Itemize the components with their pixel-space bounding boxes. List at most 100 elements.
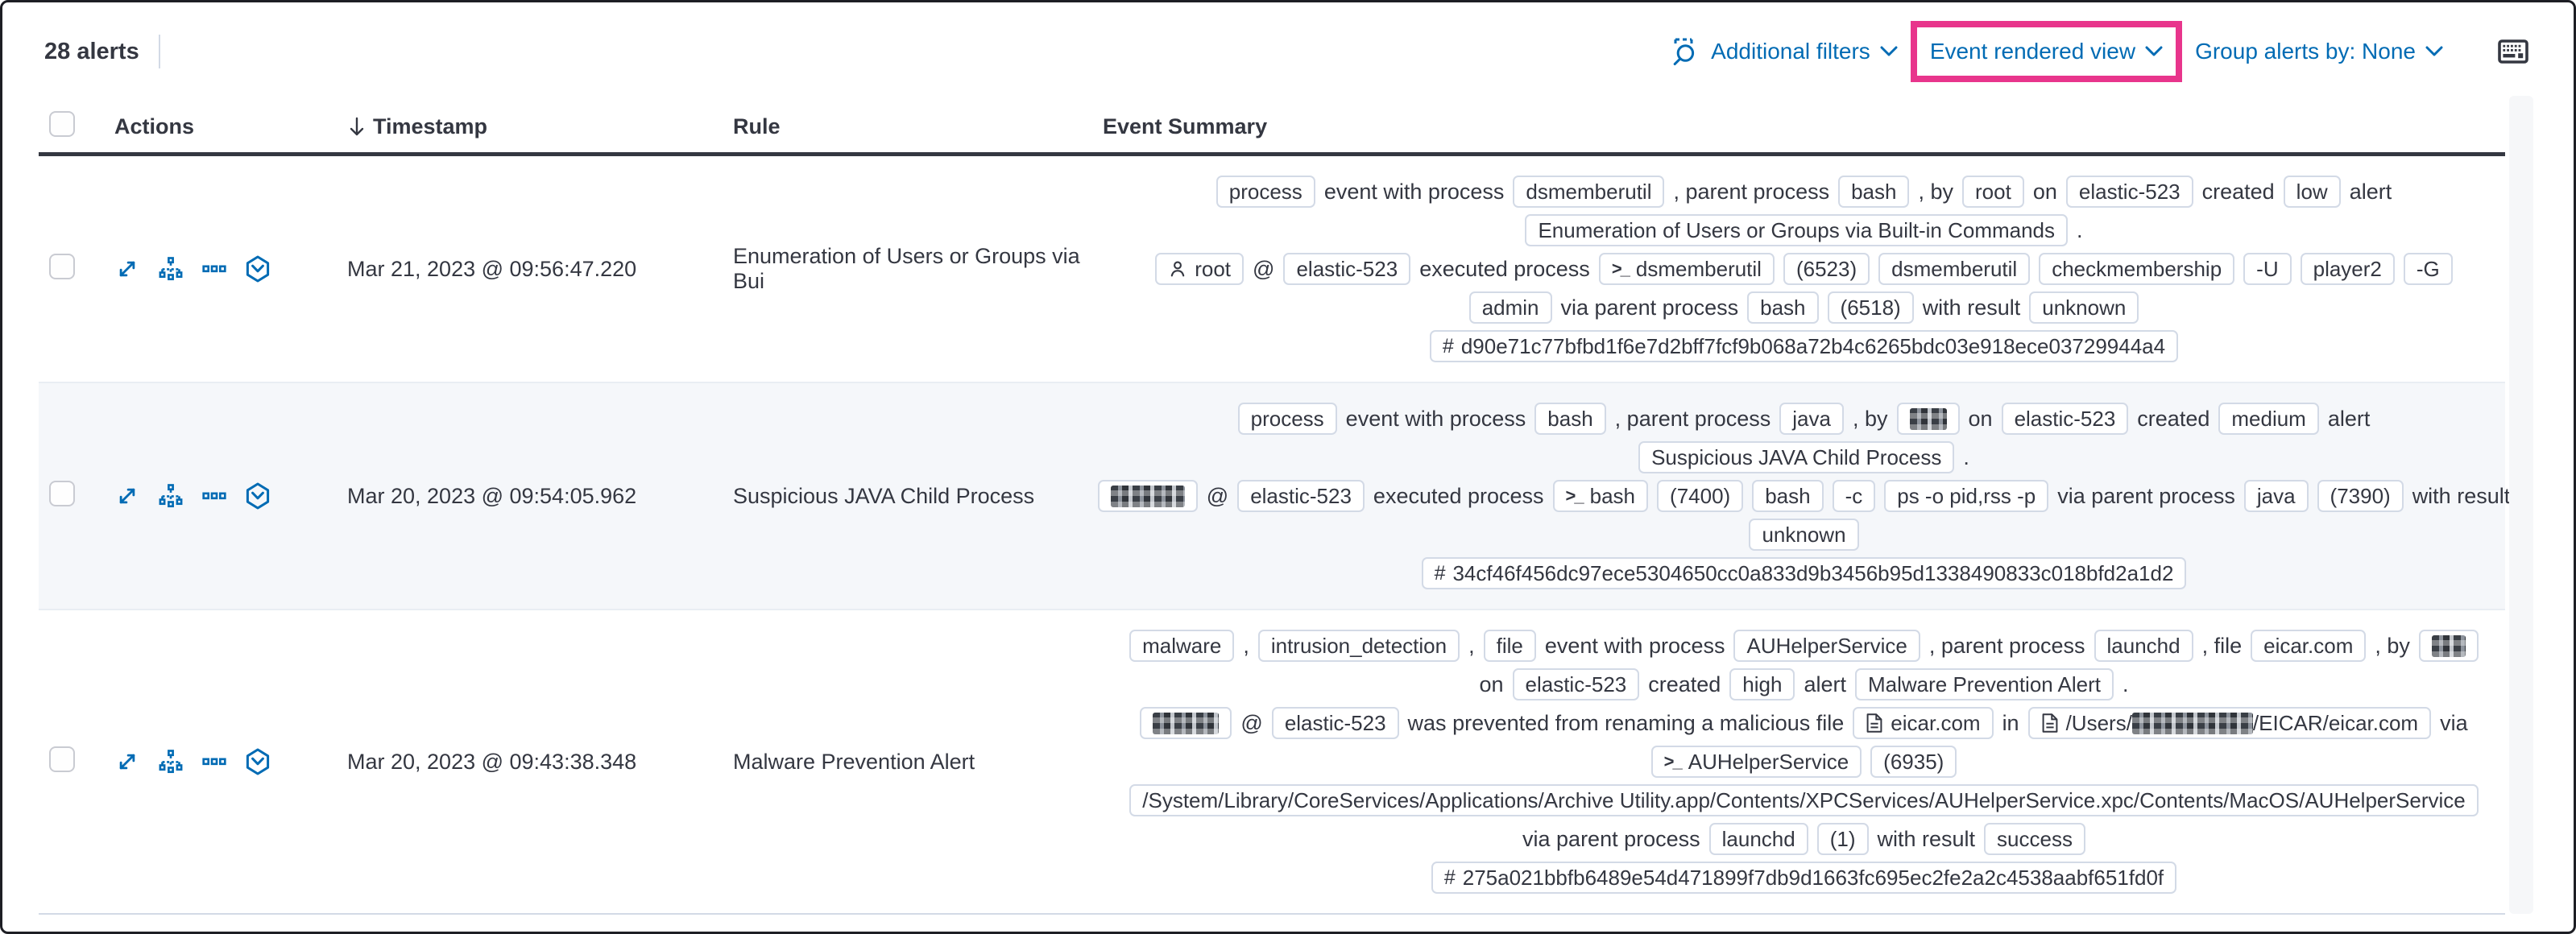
session-view-button[interactable]	[245, 748, 271, 775]
field-badge[interactable]: java	[2243, 480, 2309, 512]
field-badge[interactable]: (7390)	[2317, 480, 2404, 512]
field-badge[interactable]: dsmemberutil	[1513, 176, 1665, 208]
field-badge[interactable]: low	[2283, 176, 2341, 208]
keyboard-shortcuts-button[interactable]	[2498, 39, 2528, 64]
expand-alert-button[interactable]	[114, 749, 140, 775]
field-badge[interactable]: (7400)	[1657, 480, 1744, 512]
rule-cell[interactable]: Suspicious JAVA Child Process	[733, 483, 1035, 508]
field-badge[interactable]: bash	[1747, 291, 1819, 324]
hash-badge[interactable]: #275a021bbfb6489e54d471899f7db9d1663fc69…	[1431, 862, 2177, 894]
expand-alert-button[interactable]	[114, 256, 140, 282]
field-badge[interactable]: process	[1216, 176, 1315, 208]
field-badge[interactable]: dsmemberutil	[1878, 253, 2031, 285]
hash-badge[interactable]: #d90e71c77bfbd1f6e7d2bff7fcf9b068a72b4c6…	[1429, 330, 2179, 362]
vertical-scrollbar[interactable]	[2509, 96, 2533, 914]
file-badge[interactable]: /Users//EICAR/eicar.com	[2027, 707, 2432, 739]
row-checkbox[interactable]	[49, 253, 75, 279]
field-badge[interactable]: bash	[1752, 480, 1824, 512]
header-event-summary-label: Event Summary	[1103, 114, 1268, 138]
field-badge[interactable]: (1)	[1816, 823, 1869, 855]
event-rendered-view-dropdown[interactable]: Event rendered view	[1930, 39, 2163, 64]
toolbar-left: 28 alerts	[44, 2, 160, 101]
row-checkbox[interactable]	[49, 480, 75, 506]
field-badge[interactable]: -U	[2243, 253, 2292, 285]
process-badge[interactable]: >_bash	[1552, 480, 1649, 512]
field-badge[interactable]: (6518)	[1827, 291, 1914, 324]
field-badge[interactable]: elastic-523	[2001, 403, 2129, 435]
summary-line: Suspicious JAVA Child Process.	[1638, 438, 1969, 477]
redacted-badge[interactable]	[1097, 480, 1198, 512]
row-checkbox[interactable]	[49, 746, 75, 772]
more-actions-button[interactable]	[201, 256, 227, 282]
hash-badge[interactable]: #34cf46f456dc97ece5304650cc0a833d9b3456b…	[1421, 557, 2187, 589]
field-badge[interactable]: (6523)	[1783, 253, 1870, 285]
field-badge[interactable]: malware	[1129, 630, 1235, 662]
field-badge[interactable]: elastic-523	[1237, 480, 1365, 512]
field-badge[interactable]: Malware Prevention Alert	[1854, 668, 2114, 700]
rule-cell[interactable]: Enumeration of Users or Groups via Bui	[733, 244, 1080, 293]
rule-cell[interactable]: Malware Prevention Alert	[733, 749, 975, 774]
field-badge[interactable]: launchd	[2094, 630, 2193, 662]
analyzer-button[interactable]	[158, 749, 184, 775]
field-badge[interactable]: Suspicious JAVA Child Process	[1638, 441, 1955, 473]
field-badge[interactable]: bash	[1838, 176, 1910, 208]
field-badge[interactable]: -c	[1832, 480, 1876, 512]
field-badge[interactable]: (6935)	[1870, 746, 1957, 778]
field-badge[interactable]: admin	[1468, 291, 1552, 324]
field-badge[interactable]: player2	[2300, 253, 2395, 285]
inspect-button[interactable]	[1671, 35, 1700, 68]
field-badge[interactable]: launchd	[1708, 823, 1808, 855]
field-badge[interactable]: root	[1962, 176, 2024, 208]
field-badge[interactable]: /System/Library/CoreServices/Application…	[1129, 784, 2479, 816]
more-actions-button[interactable]	[201, 483, 227, 509]
field-badge[interactable]: eicar.com	[2251, 630, 2367, 662]
more-actions-button[interactable]	[201, 749, 227, 775]
field-badge[interactable]: medium	[2218, 403, 2319, 435]
field-badge[interactable]: intrusion_detection	[1257, 630, 1460, 662]
summary-text: via parent process	[1560, 295, 1739, 320]
field-badge[interactable]: success	[1984, 823, 2085, 855]
field-badge[interactable]: elastic-523	[1271, 707, 1399, 739]
table-body: Mar 21, 2023 @ 09:56:47.220 Enumeration …	[39, 156, 2510, 915]
field-badge[interactable]: AUHelperService	[1733, 630, 1920, 662]
field-badge[interactable]: Enumeration of Users or Groups via Built…	[1525, 214, 2069, 246]
summary-text: in	[2002, 710, 2019, 735]
field-badge[interactable]: ps -o pid,rss -p	[1884, 480, 2049, 512]
summary-text: , parent process	[1928, 633, 2085, 658]
process-badge[interactable]: >_dsmemberutil	[1598, 253, 1775, 285]
field-badge[interactable]: unknown	[2029, 291, 2139, 324]
field-badge[interactable]: unknown	[1749, 519, 1859, 551]
field-badge[interactable]: process	[1237, 403, 1337, 435]
redacted-badge[interactable]	[1140, 707, 1232, 739]
field-badge[interactable]: checkmembership	[2039, 253, 2235, 285]
analyzer-button[interactable]	[158, 256, 184, 282]
table-header-row: Actions Timestamp Rule Event Summary	[39, 101, 2505, 156]
summary-text: executed process	[1419, 256, 1590, 281]
field-badge[interactable]: elastic-523	[1283, 253, 1411, 285]
field-badge[interactable]: file	[1483, 630, 1536, 662]
group-alerts-by-dropdown[interactable]: Group alerts by: None	[2195, 39, 2443, 64]
additional-filters-dropdown[interactable]: Additional filters	[1711, 39, 1898, 64]
session-view-button[interactable]	[245, 255, 271, 283]
field-badge[interactable]: -G	[2403, 253, 2453, 285]
field-badge[interactable]: elastic-523	[1512, 668, 1640, 700]
alerts-toolbar: 28 alerts Additional filters Event rende…	[2, 2, 2574, 101]
field-badge[interactable]: elastic-523	[2065, 176, 2193, 208]
table-row: Mar 21, 2023 @ 09:56:47.220 Enumeration …	[39, 156, 2505, 383]
summary-text: , by	[1918, 179, 1954, 204]
field-badge[interactable]: java	[1779, 403, 1844, 435]
summary-text: with result	[1877, 826, 1976, 851]
field-badge[interactable]: high	[1729, 668, 1795, 700]
header-timestamp[interactable]: Timestamp	[347, 114, 733, 139]
file-badge[interactable]: eicar.com	[1853, 707, 1994, 739]
field-badge[interactable]: bash	[1534, 403, 1606, 435]
analyzer-button[interactable]	[158, 483, 184, 509]
session-view-button[interactable]	[245, 482, 271, 510]
expand-alert-button[interactable]	[114, 483, 140, 509]
redacted-badge[interactable]	[1896, 403, 1960, 435]
select-all-checkbox[interactable]	[49, 110, 75, 137]
redacted-badge[interactable]	[2418, 630, 2479, 662]
summary-text: with result	[2412, 483, 2511, 508]
process-badge[interactable]: >_AUHelperService	[1650, 746, 1862, 778]
user-badge[interactable]: root	[1155, 253, 1245, 285]
